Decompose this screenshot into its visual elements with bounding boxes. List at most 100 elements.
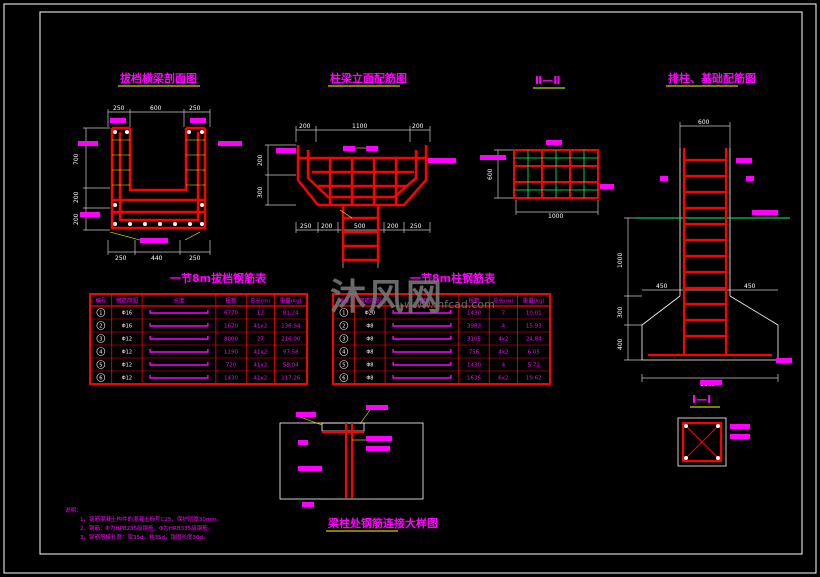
table_right-cell-value: 19.62 bbox=[526, 376, 542, 382]
notes-line-2: 2、钢筋：Φ为HPB235级钢筋，Φ为HRB335级钢筋。 bbox=[80, 524, 213, 532]
table_right-cell-no: 3 bbox=[342, 337, 345, 343]
table_left-cell-value: 41x2 bbox=[253, 324, 267, 330]
table_left-cell-value: 6770 bbox=[224, 311, 238, 317]
table_right-cell-value: 4x2 bbox=[498, 350, 508, 356]
table_left-cell-no: 6 bbox=[99, 376, 102, 382]
title-column-elevation: 柱梁立面配筋图 bbox=[330, 71, 407, 85]
table_left-cell-value: 1670 bbox=[224, 324, 238, 330]
table_right-cell-value: 6x2 bbox=[498, 376, 508, 382]
table_right-cell-dia: Φ8 bbox=[366, 363, 373, 369]
table_right-cell-no: 4 bbox=[342, 350, 345, 356]
table_right-cell-value: 5.72 bbox=[528, 363, 540, 369]
table_right-header-cell: 长度 bbox=[416, 297, 428, 305]
dim-col-bottom-4: 200 bbox=[387, 223, 399, 230]
table_right-cell-value: 756 bbox=[469, 350, 480, 356]
table_left-cell-dia: Φ16 bbox=[122, 311, 132, 317]
table_left-header-cell: 总长(m) bbox=[250, 297, 271, 305]
table_right-cell-no: 1 bbox=[342, 311, 345, 317]
table_right-cell-dia: Φ20 bbox=[365, 311, 375, 317]
table_left-header-cell: 根数 bbox=[226, 297, 238, 305]
dim-found-side-2: 450 bbox=[744, 283, 756, 290]
table_right-cell-no: 2 bbox=[342, 324, 345, 330]
table_left-cell-value: 97.58 bbox=[283, 350, 299, 356]
table_left-cell-value: 12 bbox=[257, 311, 264, 317]
title-column-foundation: 排柱、基础配筋图 bbox=[668, 71, 756, 85]
table_left-frame bbox=[89, 293, 308, 385]
table_right-header-cell: 根数 bbox=[469, 297, 481, 305]
dim-sec2-width: 1000 bbox=[548, 213, 563, 220]
table_left-cell-value: 8000 bbox=[224, 337, 238, 343]
table_left-rebar-shape bbox=[149, 362, 209, 366]
table_left-cell-dia: Φ16 bbox=[122, 324, 132, 330]
dim-col-bottom-2: 200 bbox=[321, 223, 333, 230]
dim-col-bottom-1: 250 bbox=[300, 223, 312, 230]
table_right-header-cell: 总长(m) bbox=[493, 297, 514, 305]
table_left-cell-no: 5 bbox=[99, 363, 102, 369]
table_right-cell-dia: Φ8 bbox=[366, 376, 373, 382]
table_left-row-marker bbox=[96, 334, 106, 343]
column-foundation-drawing: 600 450 450 1500 1000 300 400 bbox=[617, 119, 792, 388]
table_right-cell-value: 1635 bbox=[467, 376, 481, 382]
notes-head: 说明： bbox=[65, 506, 82, 514]
dim-sec2-height: 600 bbox=[487, 168, 494, 180]
dim-col-top-1: 200 bbox=[299, 123, 311, 130]
table_right-cell-value: 24.84 bbox=[526, 337, 542, 343]
table_right-rebar-shape bbox=[392, 323, 452, 327]
table_right-cell-value: 3105 bbox=[467, 337, 481, 343]
dim-col-left-2: 300 bbox=[257, 186, 264, 198]
table_left-cell-value: 41x2 bbox=[253, 376, 267, 382]
table_right-row-marker bbox=[339, 334, 349, 343]
section-I-drawing bbox=[677, 417, 750, 467]
table_right-cell-no: 6 bbox=[342, 376, 345, 382]
table_right-cell-value: 1430 bbox=[467, 363, 481, 369]
dim-beam-bottom-1: 250 bbox=[115, 255, 127, 262]
outer-frame bbox=[3, 3, 817, 574]
table_right-cell-dia: Φ8 bbox=[366, 337, 373, 343]
table_right-rebar-shape bbox=[392, 310, 452, 314]
dim-col-top-3: 200 bbox=[412, 123, 424, 130]
dim-beam-left-2: 200 bbox=[73, 191, 80, 203]
table_left-row-marker bbox=[96, 360, 106, 369]
section-II-drawing: 1000 600 bbox=[480, 140, 614, 220]
table_left-rebar-shape bbox=[149, 310, 209, 314]
table_left-row-marker bbox=[96, 347, 106, 356]
dim-beam-bottom-2: 440 bbox=[151, 255, 163, 262]
table_right-row-marker bbox=[339, 360, 349, 369]
dim-beam-top-3: 250 bbox=[189, 105, 201, 112]
title-table-left: 一节8m拔档钢筋表 bbox=[170, 271, 267, 285]
table_right-header-cell: 重量(kg) bbox=[523, 297, 545, 305]
dim-found-height-2: 300 bbox=[617, 306, 624, 318]
column-elevation-drawing: 200 1100 200 250 200 500 200 250 200 300 bbox=[257, 123, 456, 268]
table_right-rebar-shape bbox=[392, 362, 452, 366]
table_right-header-cell: 钢筋简图 bbox=[359, 297, 382, 305]
title-section-II: Ⅱ—Ⅱ bbox=[535, 74, 561, 87]
table_right-row-marker bbox=[339, 321, 349, 330]
table_left-cell-value: 720 bbox=[226, 363, 237, 369]
dim-beam-top-2: 600 bbox=[150, 105, 162, 112]
table_right-cell-value: 1430 bbox=[467, 311, 481, 317]
table_left-rebar-shape bbox=[149, 336, 209, 340]
table_right-cell-value: 4x2 bbox=[498, 337, 508, 343]
title-beam-section: 拔档横梁剖面图 bbox=[120, 71, 197, 85]
dim-col-bottom-3: 500 bbox=[354, 223, 366, 230]
title-joint-detail: 梁柱处钢筋连接大样图 bbox=[327, 516, 438, 530]
dim-found-height-1: 1000 bbox=[617, 253, 624, 268]
dim-col-bottom-5: 250 bbox=[410, 223, 422, 230]
notes-line-1: 1、钢筋混凝土构件的混凝土标号C25，保护层厚30mm。 bbox=[80, 515, 222, 523]
table_right-rebar-shape bbox=[392, 375, 452, 379]
dim-col-top-2: 1100 bbox=[352, 123, 367, 130]
table_left-cell-no: 2 bbox=[99, 324, 102, 330]
notes-block: 说明： 1、钢筋混凝土构件的混凝土标号C25，保护层厚30mm。 2、钢筋：Φ为… bbox=[65, 506, 222, 541]
table_left-cell-value: 41x2 bbox=[253, 350, 267, 356]
dim-col-left-1: 200 bbox=[257, 154, 264, 166]
dim-found-side-1: 450 bbox=[656, 283, 668, 290]
table_right-header-cell: 编号 bbox=[338, 297, 350, 305]
table_right-cell-value: 7 bbox=[502, 311, 506, 317]
watermark-cn: 沐风网 bbox=[330, 277, 445, 318]
table_right-cell-no: 5 bbox=[342, 363, 345, 369]
beam-section-drawing: 250 600 250 250 440 250 700 200 200 bbox=[73, 105, 242, 262]
table_left-cell-dia: Φ12 bbox=[122, 363, 132, 369]
table_left-cell-value: 41x2 bbox=[253, 363, 267, 369]
